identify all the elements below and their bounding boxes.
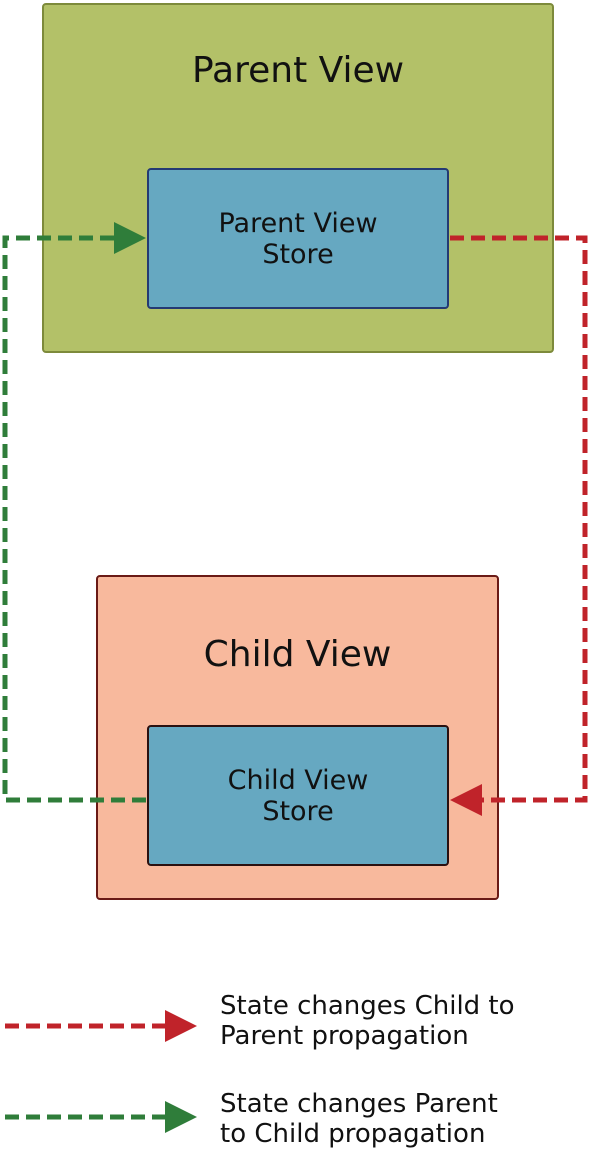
legend-green-arrowhead bbox=[165, 1101, 197, 1133]
green-connector-arrowhead bbox=[114, 222, 146, 254]
parent-view-store-box: Parent View Store bbox=[147, 168, 449, 309]
green-connector-line bbox=[2, 235, 146, 803]
child-view-store-label-line-2: Store bbox=[262, 795, 334, 827]
child-view-store-label-line-1: Child View bbox=[227, 764, 369, 796]
parent-view-store-label-line-1: Parent View bbox=[218, 207, 378, 239]
legend-parent-to-child-line-1: State changes Parent bbox=[220, 1089, 498, 1119]
legend-parent-to-child-line-2: to Child propagation bbox=[220, 1119, 486, 1149]
legend-child-to-parent-line-2: Parent propagation bbox=[220, 1021, 469, 1051]
parent-view-title: Parent View bbox=[191, 50, 405, 91]
legend-child-to-parent-line-1: State changes Child to bbox=[220, 991, 515, 1021]
child-view-store-box: Child View Store bbox=[147, 725, 449, 866]
legend-red-arrowhead bbox=[165, 1010, 197, 1042]
parent-view-store-label: Parent View Store bbox=[149, 208, 447, 270]
red-connector-arrowhead bbox=[450, 784, 482, 816]
child-view-title: Child View bbox=[203, 634, 392, 675]
legend-child-to-parent-label: State changes Child to Parent propagatio… bbox=[220, 991, 515, 1051]
child-view-store-label: Child View Store bbox=[149, 765, 447, 827]
parent-view-store-label-line-2: Store bbox=[262, 238, 334, 270]
red-connector-line bbox=[450, 235, 588, 803]
legend-parent-to-child-label: State changes Parent to Child propagatio… bbox=[220, 1089, 498, 1149]
